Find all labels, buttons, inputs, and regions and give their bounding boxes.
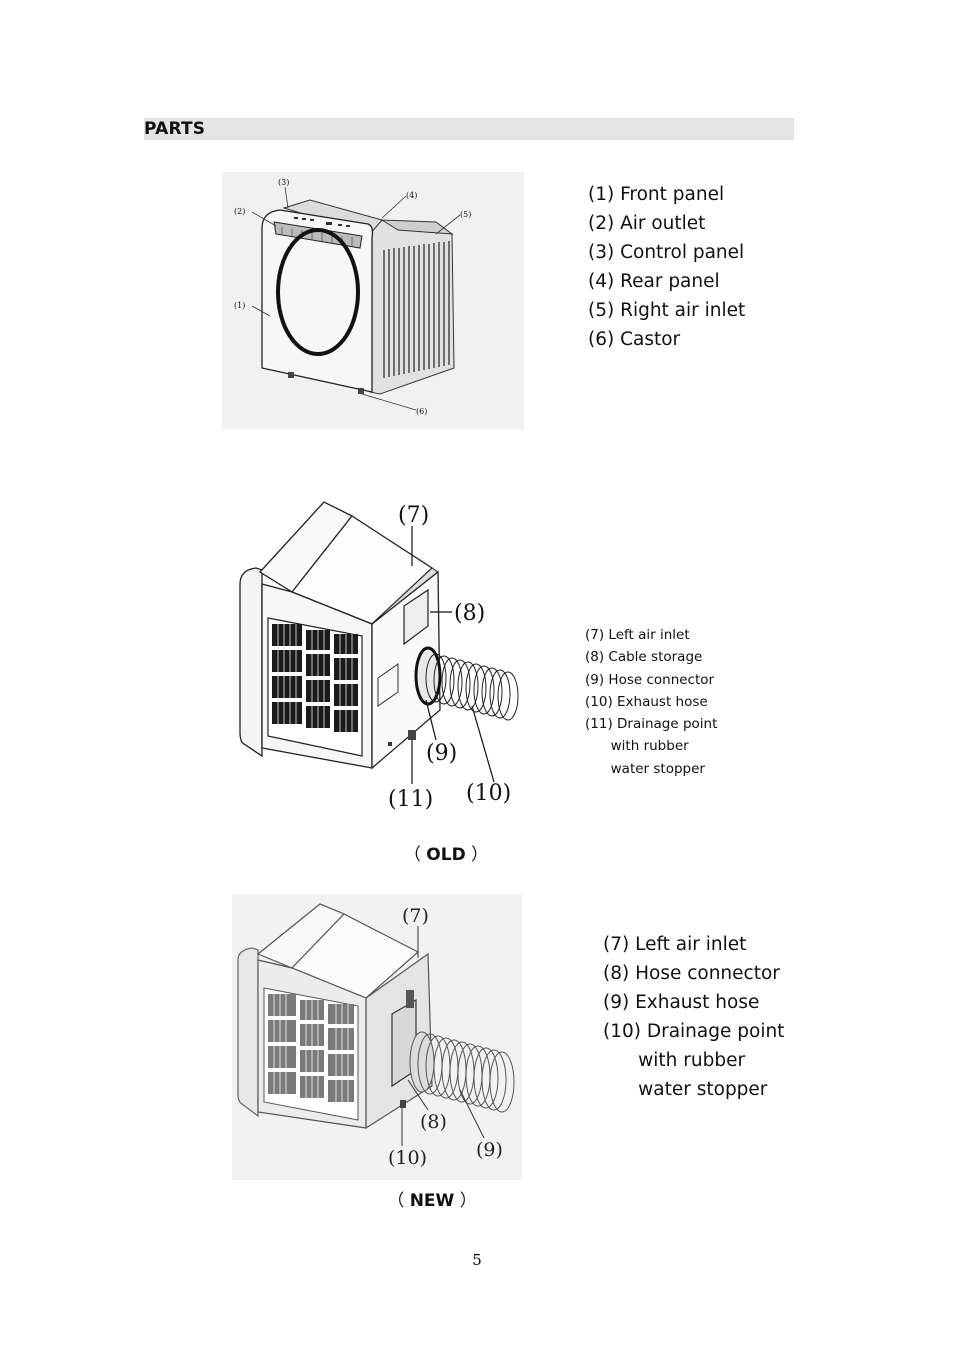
front-view-illustration: (1) (2) (3) (4) (5) (6) — [222, 172, 524, 430]
part-control-panel: (3) Control panel — [588, 242, 745, 263]
part-left-air-inlet-new: (7) Left air inlet — [603, 934, 747, 955]
part-castor: (6) Castor — [588, 329, 681, 350]
callout-10-new: (10) — [388, 1147, 427, 1169]
callout-3: (3) — [278, 178, 289, 187]
callout-4: (4) — [406, 191, 417, 200]
rear-view-old-illustration: (7) (8) (9) (10) (11) — [239, 501, 519, 812]
part-drainage-point: (11) Drainage point — [585, 716, 718, 733]
part-left-air-inlet: (7) Left air inlet — [585, 627, 690, 643]
callout-9-new: (9) — [476, 1139, 503, 1161]
section-header-bar: PARTS — [144, 118, 794, 140]
rear-view-old-parts-list: (7) Left air inlet (8) Cable storage (9)… — [585, 624, 717, 780]
rear-view-new-illustration: (7) (8) (9) (10) — [232, 894, 522, 1180]
part-drainage-point-cont-2: water stopper — [610, 760, 705, 777]
part-exhaust-hose-new: (9) Exhaust hose — [603, 992, 760, 1013]
callout-11: (11) — [388, 787, 433, 812]
callout-8-new: (8) — [420, 1111, 447, 1133]
part-drainage-point-new-cont-2: water stopper — [638, 1079, 768, 1100]
callout-5: (5) — [460, 210, 471, 219]
new-caption: （ NEW ） — [387, 1191, 477, 1211]
part-air-outlet: (2) Air outlet — [588, 213, 706, 234]
part-rear-panel: (4) Rear panel — [588, 271, 720, 292]
callout-6: (6) — [416, 407, 427, 416]
page-number: 5 — [472, 1251, 482, 1269]
callout-7: (7) — [398, 503, 429, 528]
old-caption: （ OLD ） — [403, 845, 489, 865]
front-view-parts-list: (1) Front panel (2) Air outlet (3) Contr… — [588, 180, 745, 354]
part-exhaust-hose: (10) Exhaust hose — [585, 693, 708, 710]
callout-10: (10) — [466, 781, 511, 806]
callout-1: (1) — [234, 301, 245, 310]
part-cable-storage: (8) Cable storage — [585, 649, 703, 666]
section-title: PARTS — [144, 119, 206, 139]
part-drainage-point-new: (10) Drainage point — [603, 1021, 785, 1042]
rear-view-new-parts-list: (7) Left air inlet (8) Hose connector (9… — [603, 930, 784, 1104]
part-drainage-point-new-cont-1: with rubber — [638, 1050, 746, 1071]
callout-9: (9) — [426, 741, 457, 766]
old-label: OLD — [426, 845, 466, 865]
part-right-air-inlet: (5) Right air inlet — [588, 300, 746, 321]
part-hose-connector: (9) Hose connector — [585, 671, 715, 688]
new-label: NEW — [409, 1191, 455, 1211]
callout-7-new: (7) — [402, 905, 429, 927]
part-front-panel: (1) Front panel — [588, 184, 725, 205]
part-drainage-point-cont-1: with rubber — [610, 738, 689, 755]
callout-2: (2) — [234, 207, 245, 216]
part-hose-connector-new: (8) Hose connector — [603, 963, 780, 984]
callout-8: (8) — [454, 601, 485, 626]
